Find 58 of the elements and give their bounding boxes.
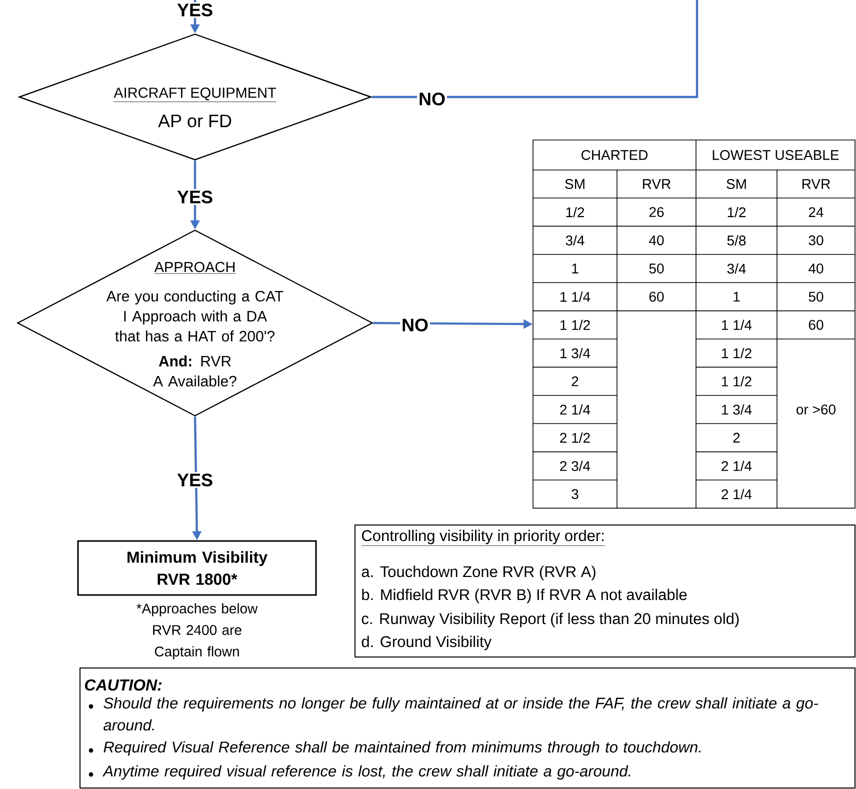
edge-label: YES bbox=[176, 2, 215, 18]
caution-box bbox=[80, 668, 856, 788]
table-cell: 26 bbox=[649, 207, 664, 218]
column-header: RVR bbox=[643, 179, 670, 189]
table-cell: 3 bbox=[572, 489, 578, 500]
table-cell: 1 1/2 bbox=[722, 376, 752, 386]
table-cell: 60 bbox=[808, 320, 824, 330]
column-header: SM bbox=[726, 179, 746, 189]
table-cell: 2 bbox=[572, 376, 578, 386]
table-cell: 1 3/4 bbox=[722, 404, 752, 415]
edge-label: NO bbox=[417, 91, 447, 107]
table-cell: 1 1/4 bbox=[722, 320, 752, 330]
list-item: d. Ground Visibility bbox=[362, 636, 492, 650]
table-cell: 60 bbox=[649, 292, 664, 302]
column-header: CHARTED bbox=[582, 150, 648, 160]
table-cell: 24 bbox=[808, 207, 824, 217]
table-cell: or >60 bbox=[796, 404, 836, 414]
table-cell: 2 1/4 bbox=[560, 404, 590, 415]
table-cell: 40 bbox=[649, 235, 664, 246]
table-cell: 5/8 bbox=[727, 235, 746, 246]
visibility-table bbox=[532, 140, 856, 509]
column-header: LOWEST USEABLE bbox=[712, 150, 839, 160]
bullet-item: Required Visual Reference shall be maintained from minimums through to touchdown. bbox=[88, 741, 701, 756]
table-cell: 1 1/4 bbox=[560, 292, 590, 302]
table-cell: 2 1/2 bbox=[560, 432, 590, 443]
table-cell: 2 1/4 bbox=[722, 460, 752, 472]
table-cell: 1 1/2 bbox=[560, 320, 590, 330]
list-item: b. Midfield RVR (RVR B) If RVR A not available bbox=[362, 588, 687, 604]
heading: CAUTION: bbox=[85, 679, 162, 691]
bullet-item: Anytime required visual reference is lost, the crew shall initiate a go-around. bbox=[88, 765, 630, 780]
table-cell: 2 1/4 bbox=[722, 488, 752, 500]
bullet-item: Should the requirements no longer be fully maintained at or inside the FAF, the crew shall initiate a go-around. bbox=[88, 697, 818, 731]
list-item: c. Runway Visibility Report (if less than 20 minutes old) bbox=[362, 612, 739, 628]
list-item: a. Touchdown Zone RVR (RVR A) bbox=[362, 566, 596, 580]
edge-label: YES bbox=[176, 189, 215, 205]
edge-label: NO bbox=[400, 317, 430, 333]
table-cell: 50 bbox=[649, 264, 664, 274]
table-cell: 1 1/2 bbox=[722, 348, 752, 358]
result-box: Minimum Visibility RVR 1800* bbox=[77, 540, 317, 596]
table-cell: 3/4 bbox=[727, 263, 746, 274]
notes-box bbox=[354, 524, 856, 658]
table-cell: 3/4 bbox=[566, 235, 584, 246]
connector-line bbox=[372, 0, 698, 98]
table-cell: 2 bbox=[733, 432, 740, 443]
table-cell: 1 bbox=[572, 264, 578, 274]
table-cell: 1 3/4 bbox=[560, 348, 590, 358]
table-cell: 2 3/4 bbox=[560, 460, 590, 472]
column-header: SM bbox=[565, 179, 584, 189]
column-header: RVR bbox=[802, 179, 830, 189]
table-cell: 1/2 bbox=[728, 206, 746, 218]
table-cell: 40 bbox=[808, 264, 824, 274]
table-cell: 1/2 bbox=[566, 206, 584, 218]
table-cell: 1 bbox=[734, 292, 740, 302]
edge-label: YES bbox=[176, 472, 215, 488]
table-cell: 50 bbox=[808, 292, 824, 302]
heading: Controlling visibility in priority order: bbox=[361, 530, 606, 546]
table-cell: 30 bbox=[808, 235, 824, 246]
footnote: *Approaches below RVR 2400 are Captain flown bbox=[136, 603, 258, 660]
